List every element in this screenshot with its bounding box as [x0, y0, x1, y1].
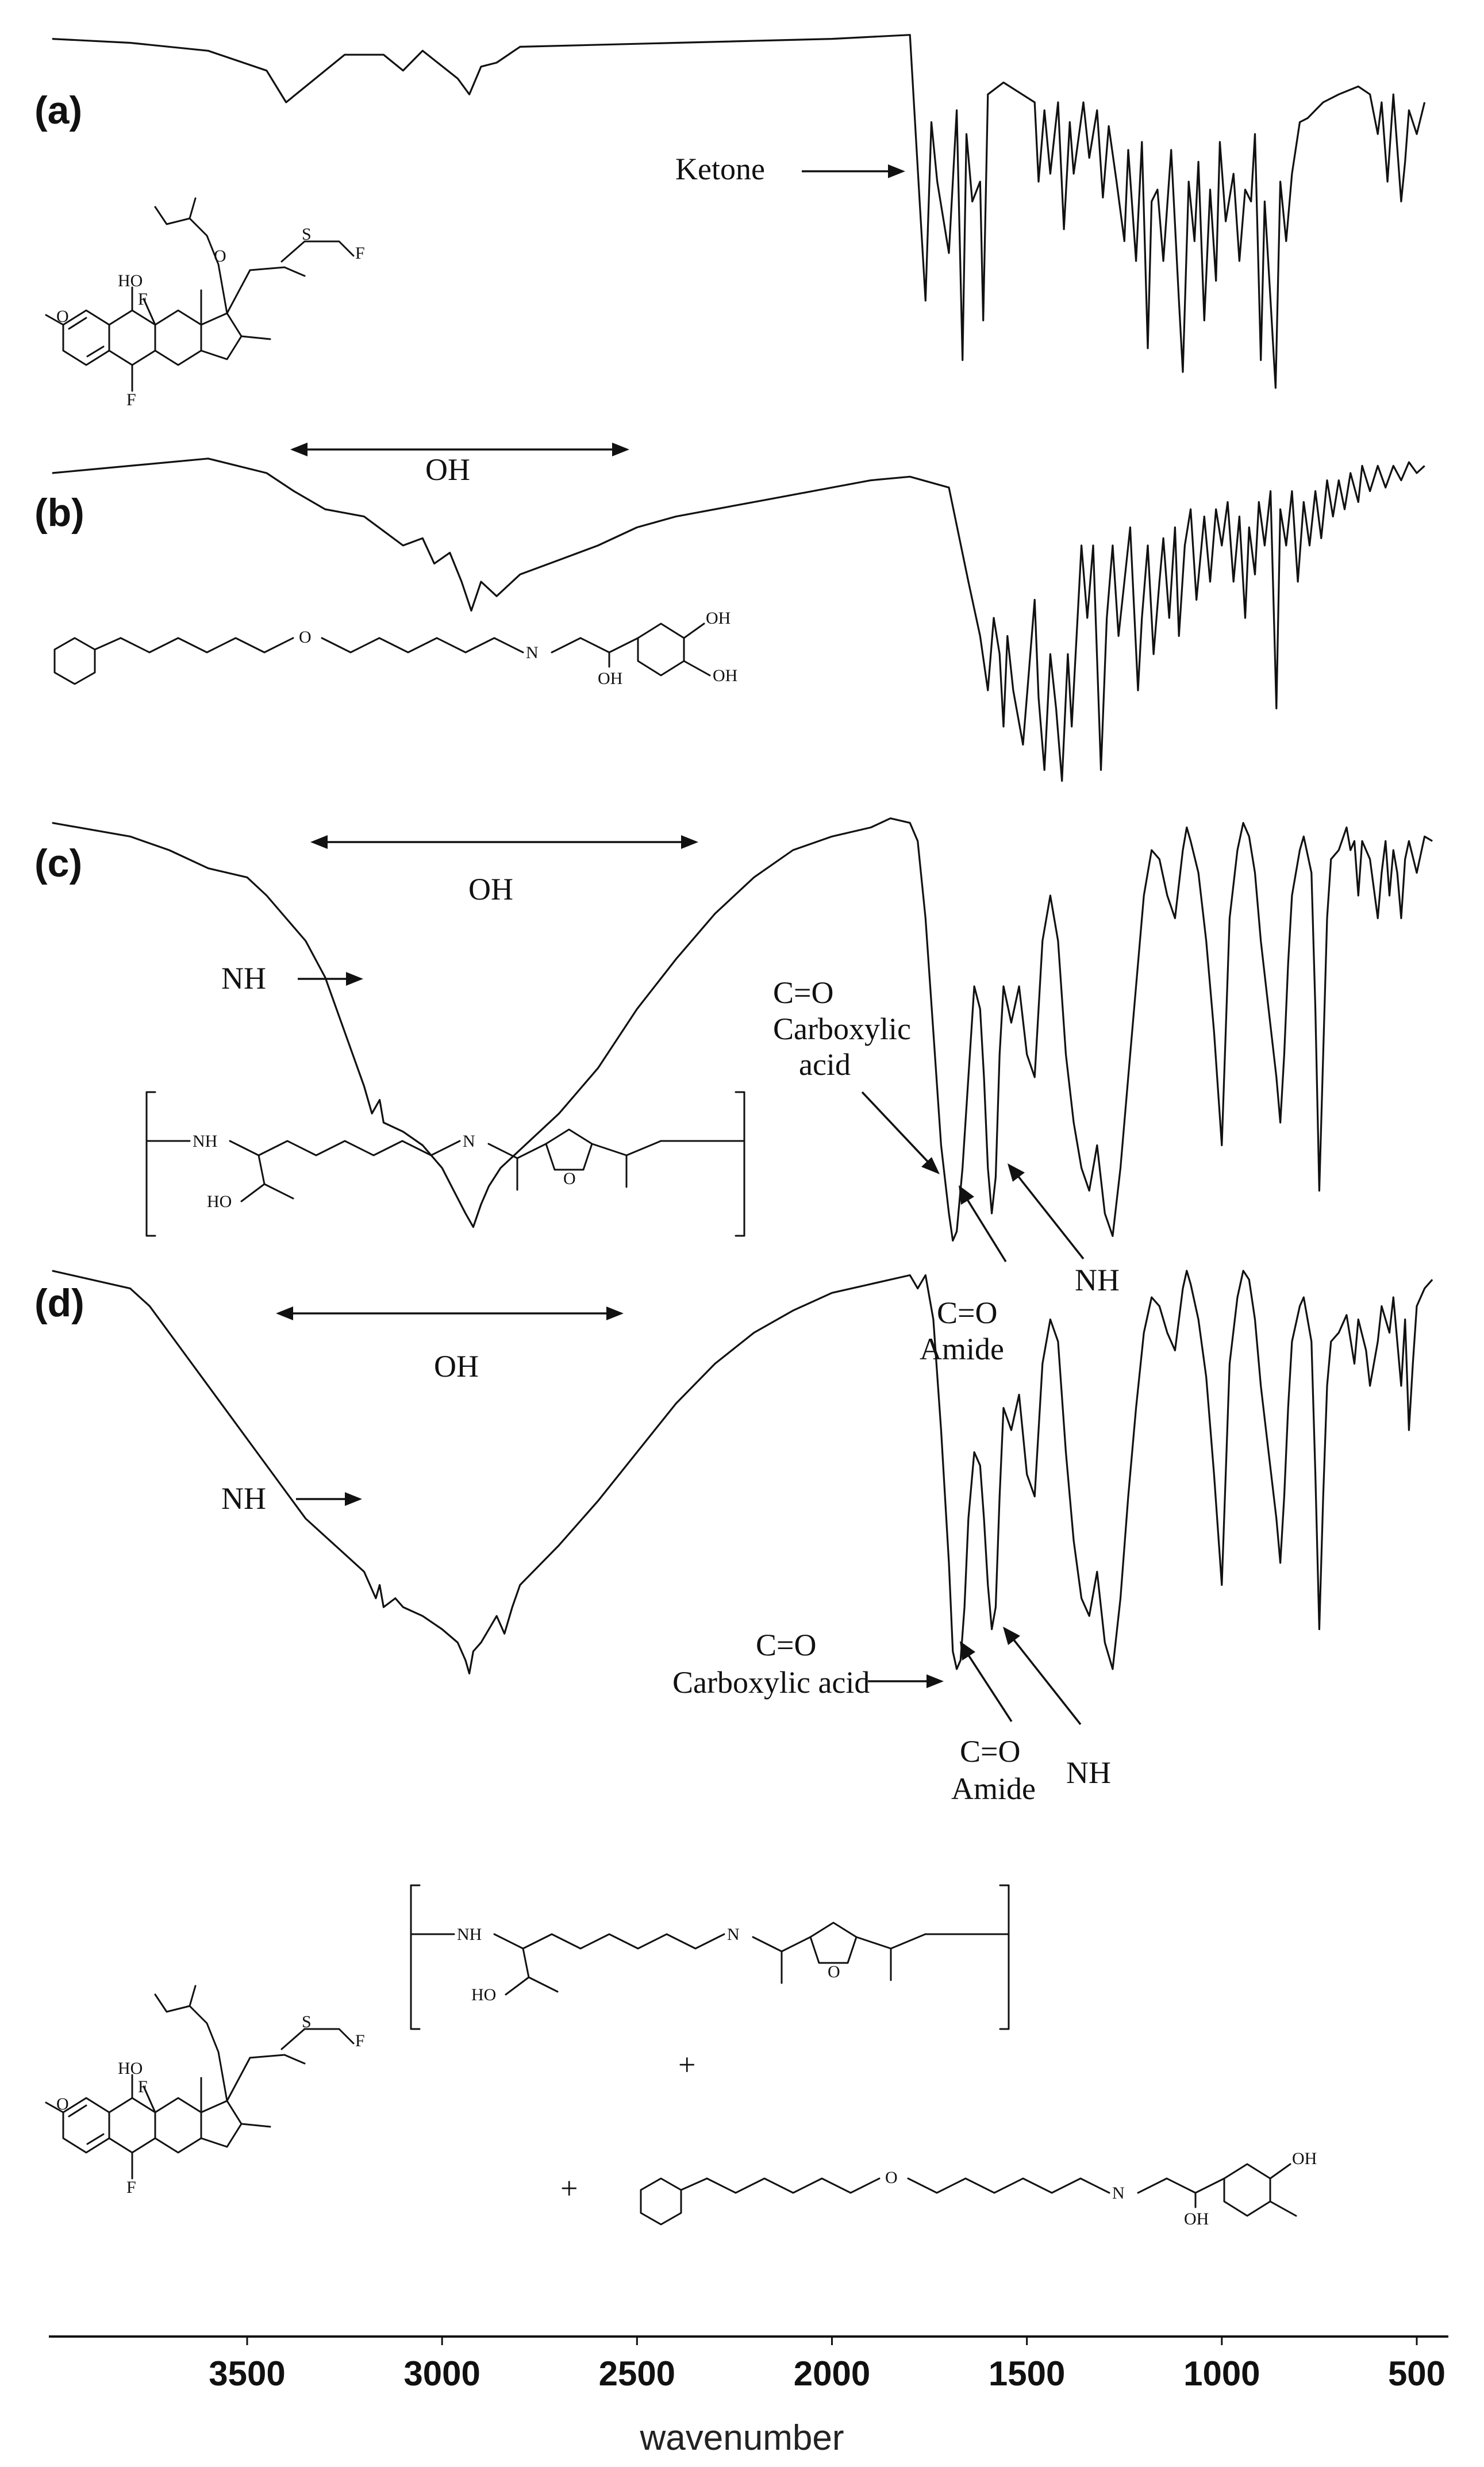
panel-label-a: (a) — [34, 89, 82, 132]
arrow-a-ketone — [802, 164, 905, 178]
atom-ho-a: HO — [118, 271, 143, 290]
arrow-d-nh-right — [1003, 1627, 1082, 1726]
plus-sign-top: + — [678, 2047, 695, 2082]
spectrum-line-b — [52, 458, 1425, 782]
atom-f3-a: F — [355, 244, 365, 263]
atom-f2-bottom-steroid: F — [126, 2178, 136, 2197]
atom-ho-c: HO — [207, 1192, 232, 1211]
annotation-d-nh-right: NH — [1066, 1755, 1111, 1790]
structure-polymer-c: NH HO N O — [145, 1091, 745, 1237]
arrow-d-amide — [960, 1641, 1013, 1722]
atom-f3-bottom-steroid: F — [355, 2031, 365, 2050]
annotation-d-nh-left: NH — [221, 1481, 266, 1516]
spectrum-line-d — [52, 1270, 1433, 1675]
atom-o-a: O — [56, 307, 69, 326]
annotation-d-cooh-2: Carboxylic acid — [672, 1665, 870, 1700]
arrow-d-nh-left — [296, 1492, 362, 1506]
panel-label-d: (d) — [34, 1281, 84, 1325]
atom-nh-bottom: NH — [457, 1925, 482, 1944]
arrow-c-nh-right — [1008, 1163, 1085, 1260]
spectra-group — [52, 34, 1433, 1675]
atom-n-c: N — [463, 1132, 475, 1151]
annotation-c-nh-left: NH — [221, 961, 266, 996]
panel-label-b: (b) — [34, 491, 84, 535]
x-tick-label-1500: 1500 — [989, 2354, 1065, 2393]
x-tick-label-500: 500 — [1388, 2354, 1445, 2393]
annotation-c-cooh-1: C=O — [773, 975, 833, 1010]
arrow-c-oh — [310, 835, 698, 849]
atom-f1-a: F — [138, 290, 148, 309]
atom-ho-bottom-steroid: HO — [118, 2059, 143, 2078]
atom-f2-a: F — [126, 390, 136, 409]
structure-chain-bottom: O N OH OH — [640, 2149, 1317, 2228]
annotation-c-amide-2: Amide — [920, 1332, 1004, 1366]
annotation-c-cooh-2: Carboxylic — [773, 1012, 911, 1046]
structure-steroid-bottom: O HO F F S F — [45, 1985, 365, 2197]
atom-nh-c: NH — [193, 1132, 217, 1151]
atom-ho-bottom: HO — [471, 1985, 496, 2004]
atom-s-bottom-steroid: S — [302, 2012, 312, 2031]
x-axis-label: wavenumber — [640, 2418, 844, 2458]
atom-oh1-b: OH — [598, 669, 622, 688]
atom-o-bottom-chain: O — [885, 2168, 898, 2187]
arrow-d-oh — [276, 1306, 624, 1320]
annotation-a-ketone: Ketone — [675, 152, 765, 186]
annotation-b-oh: OH — [425, 452, 470, 487]
x-tick-label-2000: 2000 — [794, 2354, 870, 2393]
atom-s-a: S — [302, 225, 312, 244]
annotation-c-oh: OH — [468, 872, 513, 906]
annotation-c-cooh-3: acid — [799, 1047, 851, 1082]
arrow-c-cooh — [861, 1091, 940, 1174]
panel-label-c: (c) — [34, 841, 82, 885]
x-tick-label-1000: 1000 — [1183, 2354, 1260, 2393]
arrow-c-amide — [959, 1185, 1007, 1262]
atom-o-bottom: O — [828, 1962, 840, 1981]
arrow-d-cooh — [868, 1674, 944, 1688]
x-axis-ticks: 3500 3000 2500 2000 1500 1000 500 — [209, 2337, 1445, 2393]
structure-polymer-bottom: NH HO N O — [410, 1884, 1010, 2030]
x-tick-label-2500: 2500 — [599, 2354, 675, 2393]
annotation-c-nh-right: NH — [1075, 1263, 1120, 1297]
plus-sign-bottom: + — [560, 2171, 578, 2205]
annotation-d-amide-1: C=O — [960, 1734, 1020, 1769]
atom-o2-a: O — [214, 247, 226, 266]
annotation-d-cooh-1: C=O — [756, 1628, 816, 1662]
spectrum-line-c — [52, 817, 1433, 1242]
atom-o-c: O — [563, 1169, 576, 1188]
arrow-b-oh — [290, 443, 629, 456]
atom-o-b: O — [299, 628, 312, 647]
structure-steroid-a: O HO F F S F O — [45, 197, 365, 409]
atom-n-bottom: N — [727, 1925, 740, 1944]
atom-oh2-b: OH — [706, 609, 731, 628]
arrow-c-nh-left — [298, 972, 363, 986]
atom-oh1-bottom-chain: OH — [1184, 2209, 1209, 2228]
atom-oh3-b: OH — [713, 666, 737, 685]
spectrum-line-a — [52, 34, 1426, 389]
atom-n-bottom-chain: N — [1112, 2184, 1125, 2203]
annotation-c-amide-1: C=O — [937, 1296, 997, 1330]
atom-n-b: N — [526, 643, 539, 662]
x-tick-label-3000: 3000 — [403, 2354, 480, 2393]
structure-chain-b: O N OH OH OH — [53, 609, 737, 688]
atom-oh2-bottom-chain: OH — [1292, 2149, 1317, 2168]
annotation-d-oh: OH — [434, 1349, 479, 1384]
x-tick-label-3500: 3500 — [209, 2354, 285, 2393]
annotation-d-amide-2: Amide — [951, 1772, 1036, 1806]
atom-o-bottom-steroid: O — [56, 2095, 69, 2114]
atom-f1-bottom-steroid: F — [138, 2077, 148, 2096]
